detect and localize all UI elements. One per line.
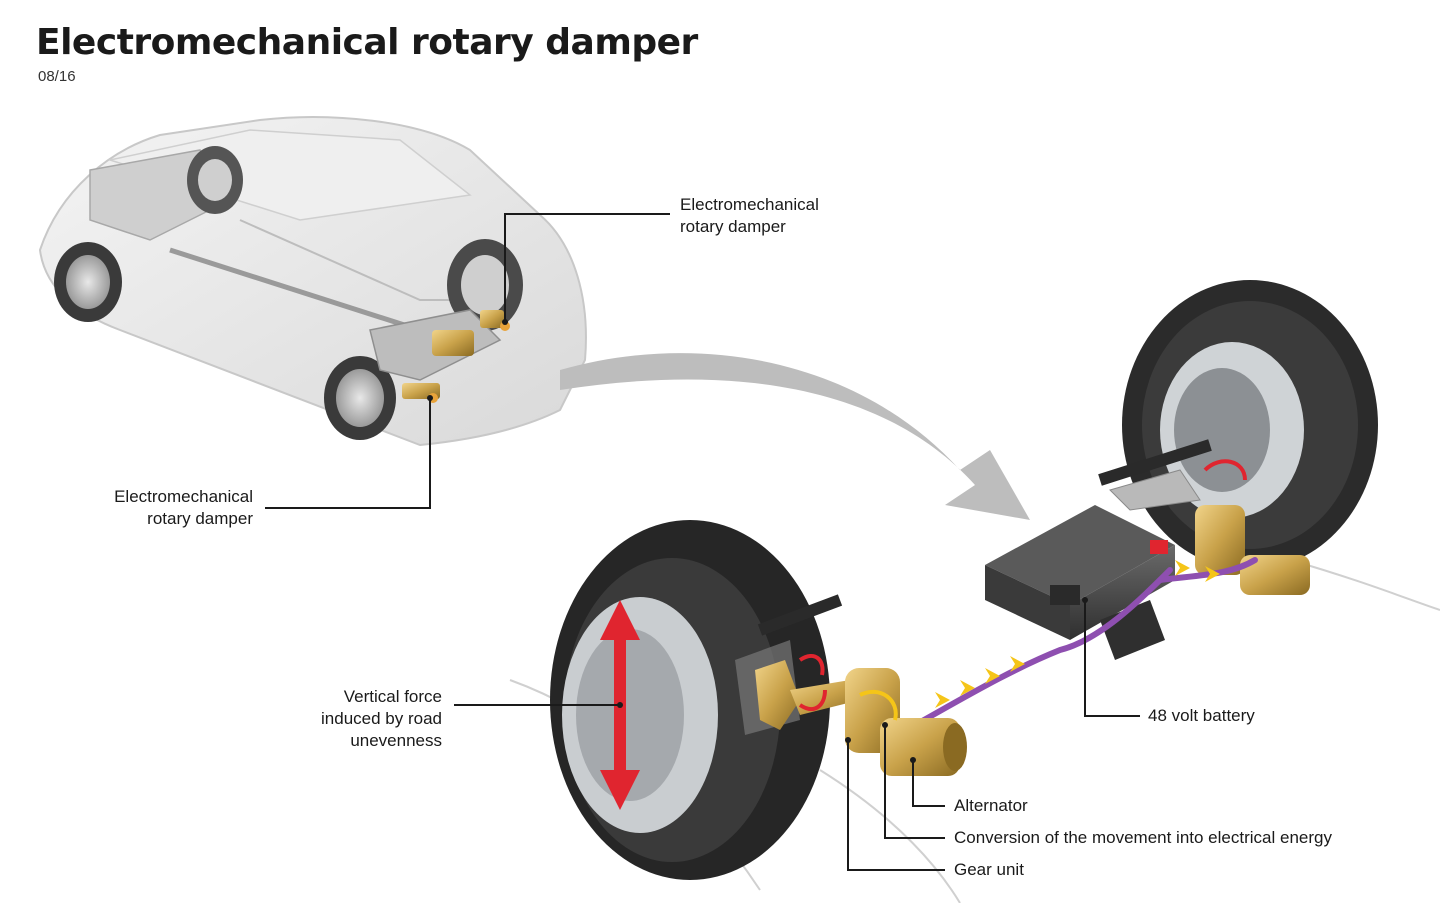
rear-wheel-detail [1098,280,1378,595]
transition-arrow [560,353,1030,520]
leader-dots [427,319,1088,763]
alternator [880,718,960,776]
label-damper-top: Electromechanical rotary damper [680,195,819,236]
label-gear-unit: Gear unit [954,860,1024,879]
front-wheel [54,242,122,322]
car-damper-center [432,330,474,356]
label-conversion: Conversion of the movement into electric… [954,828,1332,847]
page-title: Electromechanical rotary damper [36,22,698,63]
car-damper-upper [480,310,504,328]
leader-lines [265,213,1140,871]
date-label: 08/16 [38,68,76,85]
battery-48v [985,505,1175,660]
front-rotary-damper [755,654,967,776]
label-alternator: Alternator [954,796,1028,815]
label-battery: 48 volt battery [1148,706,1255,725]
car-phantom-view [38,116,587,447]
energy-flow-chevrons [935,560,1220,708]
label-vertical-force: Vertical force induced by road unevennes… [321,687,442,750]
rear-wheel [324,356,396,440]
front-wheel-far [187,146,243,214]
rear-rotary-damper [1195,505,1245,575]
label-damper-left: Electromechanical rotary damper [114,487,253,528]
